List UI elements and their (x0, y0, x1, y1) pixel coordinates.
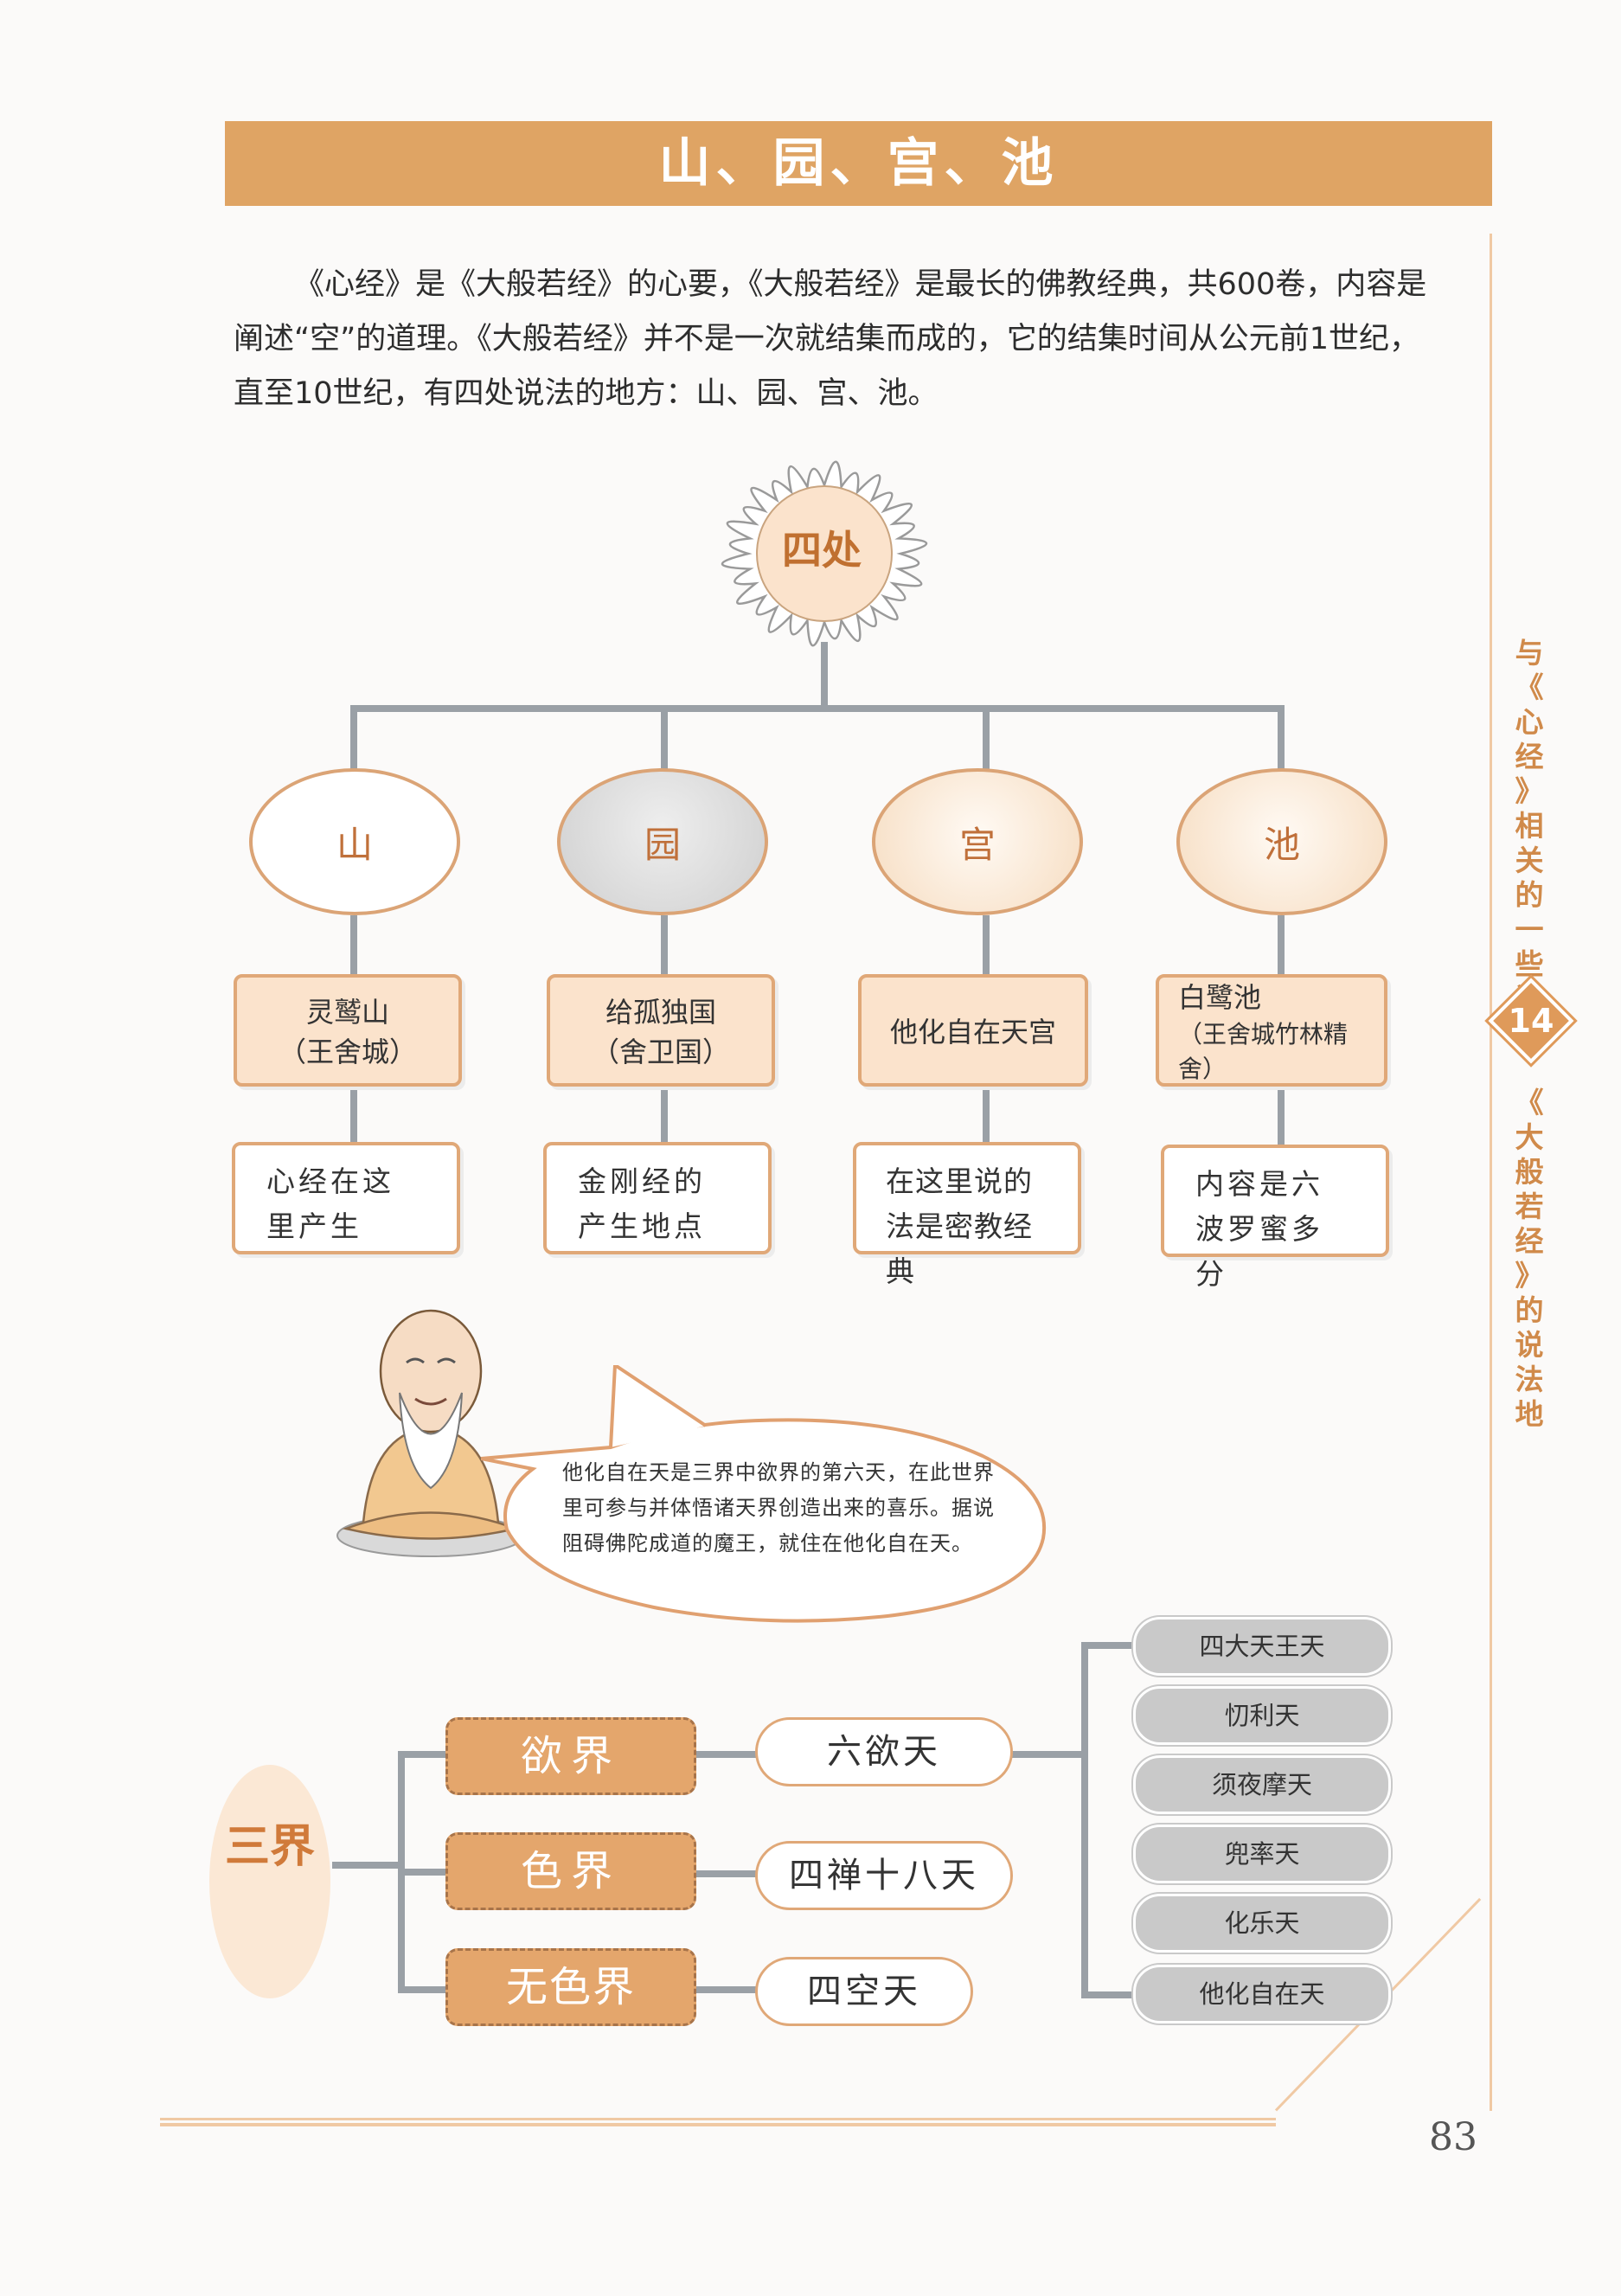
pill-arm-6 (1081, 1991, 1135, 1998)
branch-1 (350, 705, 357, 770)
six-heaven-2: 忉利天 (1133, 1686, 1391, 1745)
six-heaven-5: 化乐天 (1133, 1894, 1391, 1953)
title-bar: 山、园、宫、池 (225, 121, 1492, 206)
branch-2 (661, 705, 668, 770)
stem-3a (983, 915, 990, 976)
heaven-link-3 (692, 1986, 759, 1993)
location-box-mountain: 灵鹫山 （王舍城） (234, 974, 462, 1087)
page-number: 83 (1429, 2115, 1477, 2159)
root-stem (821, 642, 828, 711)
branch-4 (1278, 705, 1285, 770)
realm-arm-3 (398, 1986, 450, 1993)
page-title: 山、园、宫、池 (658, 133, 1059, 194)
six-heaven-trunk (1081, 1642, 1088, 1998)
six-heaven-3: 须夜摩天 (1133, 1755, 1391, 1814)
location-region: （舍卫国） (591, 1036, 730, 1068)
chapter-number: 14 (1508, 1002, 1554, 1040)
six-heaven-4: 兜率天 (1133, 1825, 1391, 1883)
three-realms-root: 三界 (209, 1765, 330, 1998)
intro-paragraph: 《心经》是《大般若经》的心要，《大般若经》是最长的佛教经典，共600卷，内容是阐… (234, 258, 1427, 421)
six-heaven-1: 四大天王天 (1133, 1617, 1391, 1676)
monk-illustration-icon (336, 1309, 525, 1557)
location-name: 他化自在天宫 (889, 1016, 1056, 1049)
stem-1a (350, 915, 357, 976)
heaven-formless: 四空天 (755, 1957, 973, 2026)
pill-arm-1 (1081, 1642, 1135, 1649)
sidebar-section-title: 与《心经》相关的一些问题 (1512, 636, 1547, 1051)
heaven-link-2 (692, 1870, 759, 1877)
location-name: 白鹭池 (1178, 981, 1262, 1014)
location-box-garden: 给孤独国 （舍卫国） (547, 974, 775, 1087)
stem-1b (350, 1086, 357, 1145)
realm-arm-1 (398, 1751, 450, 1758)
tree-bar (350, 705, 1285, 712)
realm-arm-2 (398, 1869, 450, 1876)
note-box-pond: 内容是六波罗蜜多分 (1161, 1145, 1389, 1291)
stem-2b (661, 1086, 668, 1145)
location-name: 灵鹫山 (305, 996, 389, 1029)
realm-desire: 欲界 (445, 1717, 696, 1795)
stem-4a (1278, 915, 1285, 976)
note-box-palace: 在这里说的法是密教经典 (853, 1142, 1081, 1288)
tree-root-label: 四处 (782, 527, 862, 574)
side-rule (1490, 234, 1492, 2111)
realm-root-connector (332, 1862, 401, 1869)
stem-4b (1278, 1086, 1285, 1145)
heaven-desire: 六欲天 (755, 1717, 1013, 1786)
sidebar-chapter-title: 《大般若经》的说法地 (1512, 1086, 1547, 1432)
intro-text: 《心经》是《大般若经》的心要，《大般若经》是最长的佛教经典，共600卷，内容是阐… (234, 267, 1427, 411)
place-oval-palace: 宫 (872, 768, 1083, 915)
place-oval-pond: 池 (1176, 768, 1387, 915)
location-region: （王舍城） (278, 1036, 417, 1068)
heaven-link-1 (692, 1751, 759, 1758)
heaven-form: 四禅十八天 (755, 1841, 1013, 1910)
realm-form: 色界 (445, 1832, 696, 1910)
location-box-palace: 他化自在天宫 (858, 974, 1088, 1087)
bottom-rule (160, 2118, 1276, 2126)
stem-2a (661, 915, 668, 976)
branch-3 (983, 705, 990, 770)
burst-flower-icon (721, 460, 928, 647)
location-region: （王舍城竹林精舍） (1178, 1020, 1349, 1083)
place-oval-garden: 园 (557, 768, 768, 915)
three-realms-label: 三界 (224, 1821, 315, 1873)
stem-3b (983, 1086, 990, 1145)
sidebar-section-text: 与《心经》相关的一些问题 (1515, 636, 1544, 1050)
six-heaven-link (1012, 1751, 1086, 1758)
realm-formless: 无色界 (445, 1948, 696, 2026)
speech-bubble-text: 他化自在天是三界中欲界的第六天，在此世界里可参与并体悟诸天界创造出来的喜乐。据说… (562, 1460, 995, 1555)
note-box-garden: 金刚经的产生地点 (543, 1142, 772, 1254)
location-box-pond: 白鹭池 （王舍城竹林精舍） (1156, 974, 1387, 1087)
sidebar-chapter-text: 《大般若经》的说法地 (1515, 1086, 1544, 1431)
place-oval-mountain: 山 (249, 768, 460, 915)
note-box-mountain: 心经在这里产生 (232, 1142, 460, 1254)
six-heaven-6: 他化自在天 (1133, 1965, 1391, 2023)
speech-bubble-icon (481, 1365, 1047, 1623)
location-name: 给孤独国 (605, 996, 716, 1029)
